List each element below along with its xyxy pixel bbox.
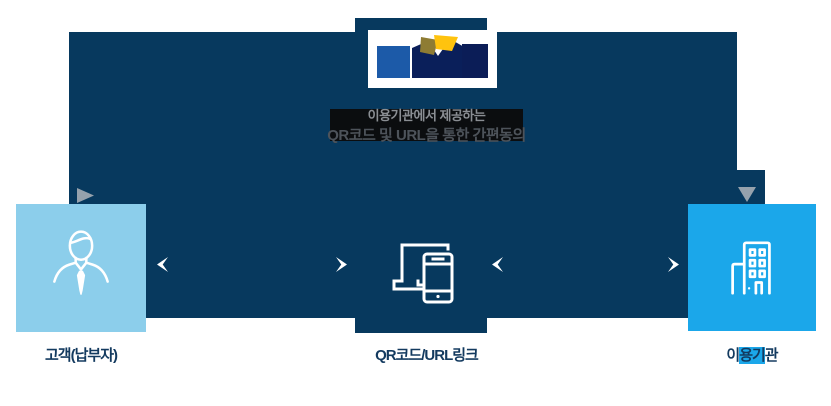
institution-label-pre: 이: [726, 347, 740, 364]
institution-label: 이용기관: [680, 344, 824, 365]
person-icon: [53, 230, 109, 295]
brand-logo-box: [368, 30, 497, 88]
notice-line2: QR코드 및 URL을 통한 간편동의: [327, 127, 526, 144]
navy-panel-bottom-tab: [355, 318, 487, 333]
chevron-left-icon: [492, 257, 503, 272]
institution-box: [688, 204, 816, 331]
institution-label-post: 관: [764, 347, 779, 364]
devices-icon: [392, 243, 454, 304]
chevron-left-icon: [157, 257, 168, 272]
chevron-right-icon: [668, 257, 679, 272]
customer-label: 고객(납부자): [45, 347, 118, 364]
notice-line1: 이용기관에서 제공하는: [367, 108, 486, 123]
notice-band: 이용기관에서 제공하는 QR코드 및 URL을 통한 간편동의: [327, 108, 526, 144]
qr-url-label: QR코드/URL링크: [375, 347, 479, 364]
building-icon: [731, 240, 771, 295]
qr-url-node: [390, 240, 468, 306]
chevron-right-icon: [336, 257, 347, 272]
institution-label-highlight: 용기: [739, 347, 766, 364]
customer-box: [16, 204, 146, 332]
brand-logo: [377, 35, 488, 78]
